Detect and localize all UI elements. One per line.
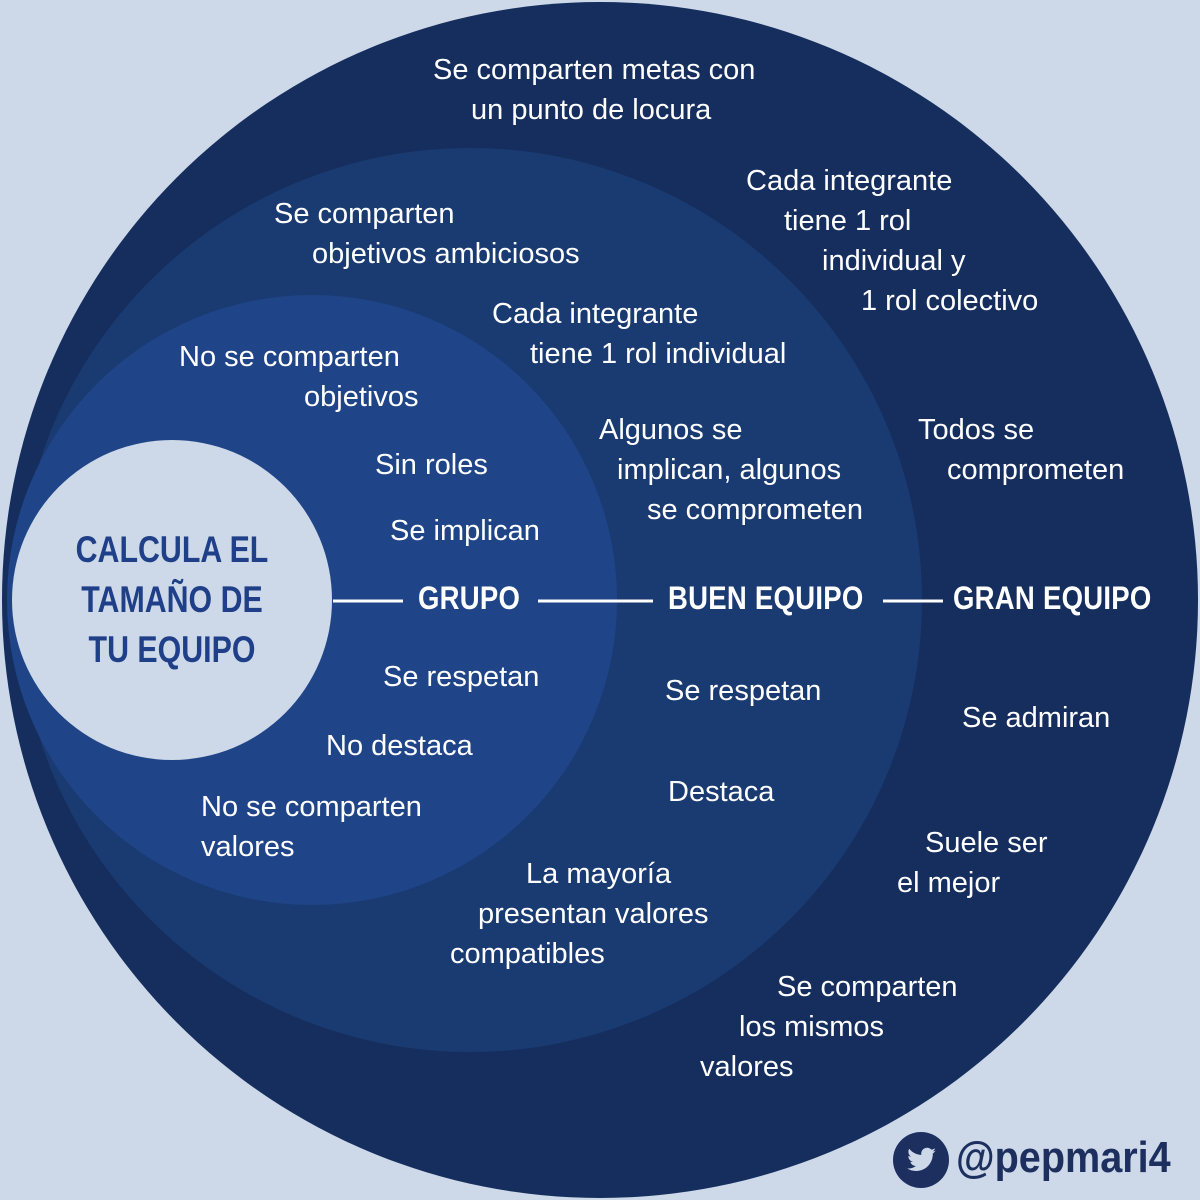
gran-compromiso: Todos se comprometen — [918, 410, 1124, 490]
text-line: un punto de locura — [471, 94, 712, 126]
grupo-destaca: No destaca — [326, 730, 473, 762]
text-line: Se comparten metas con — [433, 54, 756, 86]
diagram-title: CALCULA EL TAMAÑO DE TU EQUIPO — [49, 525, 295, 675]
text-line: 1 rol colectivo — [861, 285, 1039, 317]
buen-destaca: Destaca — [668, 776, 775, 808]
text-line: La mayoría — [526, 858, 672, 890]
grupo-roles: Sin roles — [375, 449, 488, 481]
text-line: tiene 1 rol individual — [530, 338, 787, 370]
twitter-bird-icon — [893, 1132, 949, 1188]
text-line: implican, algunos — [617, 454, 842, 486]
buen-roles: Cada integrante tiene 1 rol individual — [492, 294, 786, 374]
text-line: los mismos — [739, 1011, 885, 1043]
buen-valores: La mayoría presentan valores compatibles — [450, 854, 709, 974]
text-line: Suele ser — [925, 827, 1048, 859]
text-line: objetivos — [304, 381, 419, 413]
text-line: tiene 1 rol — [784, 205, 912, 237]
text-line: Cada integrante — [492, 298, 699, 330]
grupo-compromiso: Se implican — [390, 515, 540, 547]
buen-objetivos: Se comparten objetivos ambiciosos — [274, 194, 580, 274]
title-line: TAMAÑO DE — [81, 579, 263, 620]
text-line: comprometen — [947, 454, 1125, 486]
grupo-objetivos: No se comparten objetivos — [179, 337, 418, 417]
text-line: Se comparten — [274, 198, 455, 230]
gran-roles: Cada integrante tiene 1 rol individual y… — [746, 161, 1038, 321]
text-line: compatibles — [450, 938, 605, 970]
text-line: Todos se — [918, 414, 1035, 446]
text-line: individual y — [822, 245, 966, 277]
text-line: No se comparten — [179, 341, 400, 373]
text-line: Algunos se — [599, 414, 743, 446]
buen-compromiso: Algunos se implican, algunos se comprome… — [599, 410, 863, 530]
buen-respeto: Se respetan — [665, 675, 822, 707]
level-buen-equipo: BUEN EQUIPO — [668, 580, 864, 616]
text-line: Cada integrante — [746, 165, 953, 197]
title-line: TU EQUIPO — [88, 629, 256, 670]
grupo-valores: No se comparten valores — [201, 787, 422, 867]
text-line: presentan valores — [478, 898, 709, 930]
gran-valores: Se comparten los mismos valores — [700, 967, 958, 1087]
text-line: No se comparten — [201, 791, 422, 823]
text-line: el mejor — [897, 867, 1001, 899]
text-line: valores — [700, 1051, 794, 1083]
grupo-respeto: Se respetan — [383, 661, 540, 693]
gran-respeto: Se admiran — [962, 702, 1111, 734]
title-line: CALCULA EL — [75, 529, 269, 570]
center-circle — [12, 440, 332, 760]
level-gran-equipo: GRAN EQUIPO — [953, 580, 1152, 616]
gran-destaca: Suele ser el mejor — [897, 823, 1048, 903]
text-line: se comprometen — [647, 494, 863, 526]
text-line: objetivos ambiciosos — [312, 238, 580, 270]
text-line: valores — [201, 831, 295, 863]
text-line: Se comparten — [777, 971, 958, 1003]
level-grupo: GRUPO — [418, 580, 521, 616]
twitter-handle[interactable]: @pepmari4 — [956, 1133, 1171, 1182]
gran-metas: Se comparten metas con un punto de locur… — [433, 50, 755, 130]
